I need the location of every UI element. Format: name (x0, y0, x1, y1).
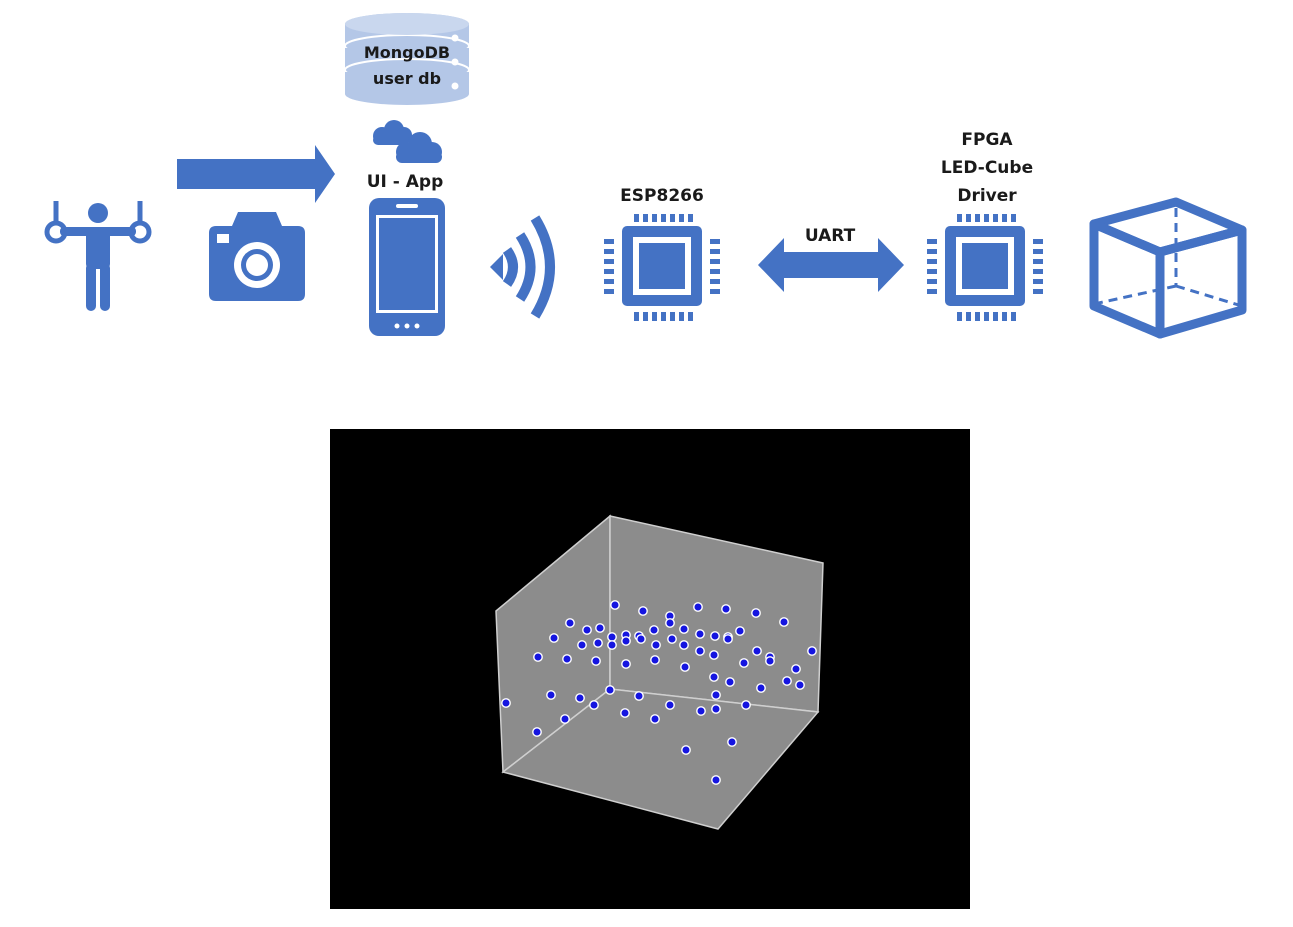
database-label-line2: user db (372, 69, 442, 88)
fpga-label-line3: Driver (957, 186, 1017, 206)
led-point (739, 658, 749, 668)
cloud-icon (368, 118, 448, 166)
led-point (605, 685, 615, 695)
led-point (665, 700, 675, 710)
led-point (711, 690, 721, 700)
led-point (665, 618, 675, 628)
led-point (679, 640, 689, 650)
database-label: MongoDB user db (343, 40, 471, 92)
led-point (638, 606, 648, 616)
led-point (711, 704, 721, 714)
led-point (565, 618, 575, 628)
led-point (667, 634, 677, 644)
led-point (575, 693, 585, 703)
led-point (620, 708, 630, 718)
led-point (595, 623, 605, 633)
led-point (727, 737, 737, 747)
led-point (693, 602, 703, 612)
led-point (533, 652, 543, 662)
led-point (791, 664, 801, 674)
uart-bidirectional-arrow (758, 236, 904, 294)
led-point (621, 659, 631, 669)
led-point (560, 714, 570, 724)
flow-arrow (177, 143, 335, 205)
led-point (695, 646, 705, 656)
app-label: UI - App (366, 172, 444, 192)
database-label-line1: MongoDB (363, 43, 451, 62)
led-cube-visualization (330, 429, 970, 909)
led-point (721, 604, 731, 614)
led-point (782, 676, 792, 686)
led-point (725, 677, 735, 687)
led-points (501, 600, 817, 785)
wireless-signal-icon (485, 210, 567, 324)
led-point (532, 727, 542, 737)
led-point (695, 629, 705, 639)
fpga-label: FPGA LED-Cube Driver (925, 126, 1049, 210)
led-point (696, 706, 706, 716)
led-point (709, 650, 719, 660)
fpga-label-line1: FPGA (961, 130, 1013, 150)
led-point (795, 680, 805, 690)
led-point (649, 625, 659, 635)
led-point (607, 632, 617, 642)
led-point (650, 655, 660, 665)
led-point (711, 775, 721, 785)
led-point (636, 634, 646, 644)
led-point (549, 633, 559, 643)
person-with-rings-icon (44, 197, 152, 313)
led-point (577, 640, 587, 650)
uart-label: UART (804, 226, 856, 246)
chip-icon-fpga (925, 212, 1045, 324)
chip-icon-esp (602, 212, 722, 324)
smartphone-icon (368, 197, 446, 337)
led-point (621, 636, 631, 646)
led-point (680, 662, 690, 672)
camera-icon (208, 210, 306, 302)
led-point (610, 600, 620, 610)
led-point (591, 656, 601, 666)
led-point (765, 656, 775, 666)
led-point (634, 691, 644, 701)
database-icon (343, 12, 471, 108)
led-point (607, 640, 617, 650)
led-point (752, 646, 762, 656)
led-point (751, 608, 761, 618)
led-point (501, 698, 511, 708)
led-point (651, 640, 661, 650)
led-point (756, 683, 766, 693)
cube-icon (1086, 194, 1250, 340)
fpga-label-line2: LED-Cube (940, 158, 1034, 178)
led-point (681, 745, 691, 755)
led-point (709, 672, 719, 682)
led-point (650, 714, 660, 724)
led-point (582, 625, 592, 635)
led-point (562, 654, 572, 664)
led-point (546, 690, 556, 700)
led-point (723, 634, 733, 644)
esp-label: ESP8266 (620, 186, 704, 206)
led-point (593, 638, 603, 648)
led-point (807, 646, 817, 656)
led-point (679, 624, 689, 634)
led-point (779, 617, 789, 627)
led-point (741, 700, 751, 710)
led-point (589, 700, 599, 710)
led-point (710, 631, 720, 641)
led-point (735, 626, 745, 636)
